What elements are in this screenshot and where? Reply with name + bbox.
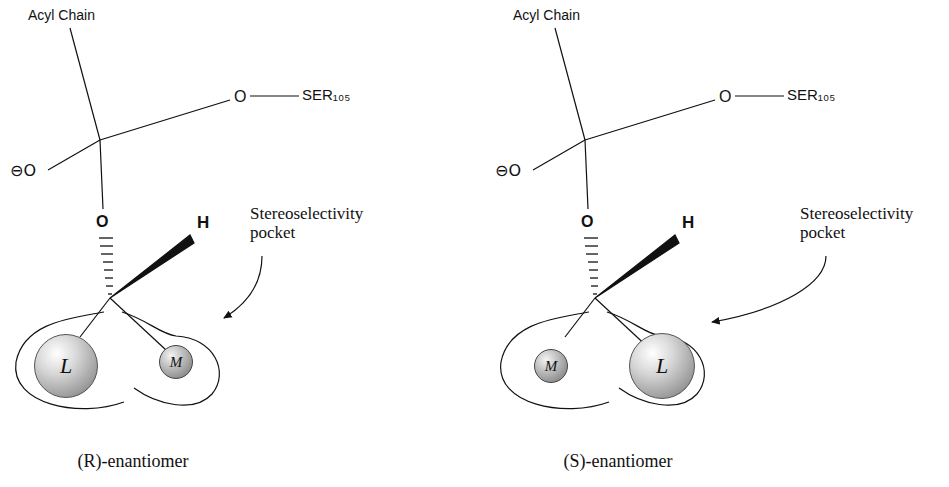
substituent-sphere: L xyxy=(629,333,695,399)
chain-label: Acyl Chain xyxy=(513,8,580,23)
panel-caption: (S)-enantiomer xyxy=(564,452,673,472)
serine-bond xyxy=(250,95,299,96)
pocket-label: Stereoselectivity pocket xyxy=(800,205,940,242)
chain-label: Acyl Chain xyxy=(28,8,95,23)
atom-label: O xyxy=(234,88,246,106)
tetrahedral-intermediate xyxy=(501,28,784,409)
oxyanion-bond xyxy=(48,140,100,170)
acyl-bond xyxy=(70,28,100,140)
oxyanion-label: ⊖O xyxy=(495,162,521,180)
oxyanion-label: ⊖O xyxy=(10,162,36,180)
atom-label: H xyxy=(197,214,209,233)
group-letter: M xyxy=(170,355,183,370)
group-letter: M xyxy=(545,359,558,374)
atom-label: O xyxy=(581,213,593,231)
stereoselectivity-pocket-outline xyxy=(122,312,219,405)
pocket-label: Stereoselectivity pocket xyxy=(250,205,390,242)
atom-label: H xyxy=(682,214,694,233)
binding-pocket xyxy=(16,312,124,409)
medium-group-bond xyxy=(110,298,166,350)
substituent-sphere: M xyxy=(534,349,568,383)
substituent-sphere: L xyxy=(34,334,98,398)
panel-caption: (R)-enantiomer xyxy=(78,452,189,472)
large-group-bond xyxy=(80,298,110,337)
hashed-wedge xyxy=(99,238,113,294)
alkoxy-bond xyxy=(100,140,103,209)
ester-bond xyxy=(100,100,230,140)
pointer-arrow xyxy=(224,256,262,318)
atom-label: O xyxy=(719,88,731,106)
atom-label: O xyxy=(96,213,108,231)
pointer-arrow xyxy=(712,256,826,322)
group-letter: L xyxy=(60,355,72,377)
residue-label: SER₁₀₅ xyxy=(787,87,835,104)
group-letter: L xyxy=(656,355,668,377)
substituent-sphere: M xyxy=(159,345,193,379)
solid-wedge xyxy=(110,235,194,298)
residue-label: SER₁₀₅ xyxy=(302,87,350,104)
